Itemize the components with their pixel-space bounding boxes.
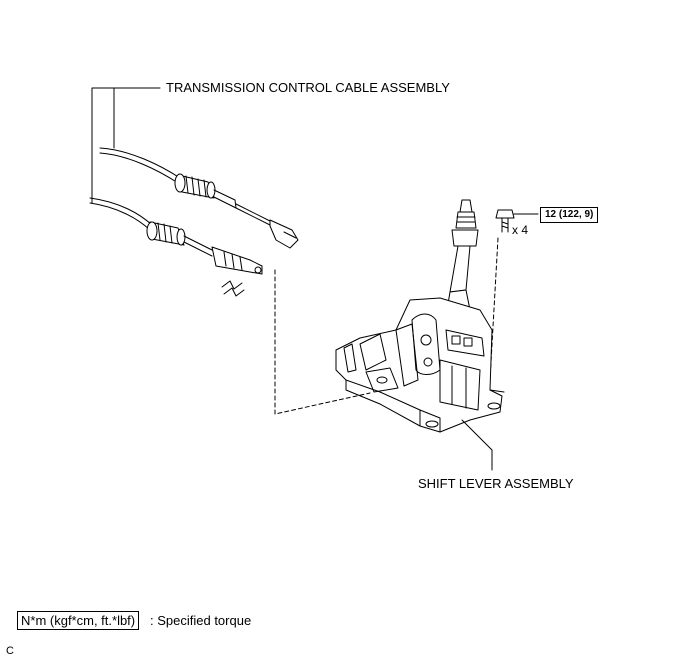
upper-cable	[99, 147, 299, 249]
bolt-quantity-label: x 4	[512, 223, 529, 237]
shift-lever-assembly-label: SHIFT LEVER ASSEMBLY	[418, 476, 574, 491]
figure-code: C	[6, 645, 14, 657]
bolt	[495, 209, 539, 233]
clip-symbol	[221, 280, 245, 297]
torque-spec-box: 12 (122, 9)	[540, 207, 599, 223]
shift-lever-leader-line	[461, 419, 493, 471]
shift-lever-assembly	[335, 199, 505, 433]
legend-description: : Specified torque	[150, 613, 252, 628]
lower-cable	[89, 197, 263, 275]
legend-unit-box: N*m (kgf*cm, ft.*lbf)	[17, 611, 140, 630]
cable-assembly-label: TRANSMISSION CONTROL CABLE ASSEMBLY	[166, 80, 450, 95]
cable-leader-line	[91, 87, 161, 204]
